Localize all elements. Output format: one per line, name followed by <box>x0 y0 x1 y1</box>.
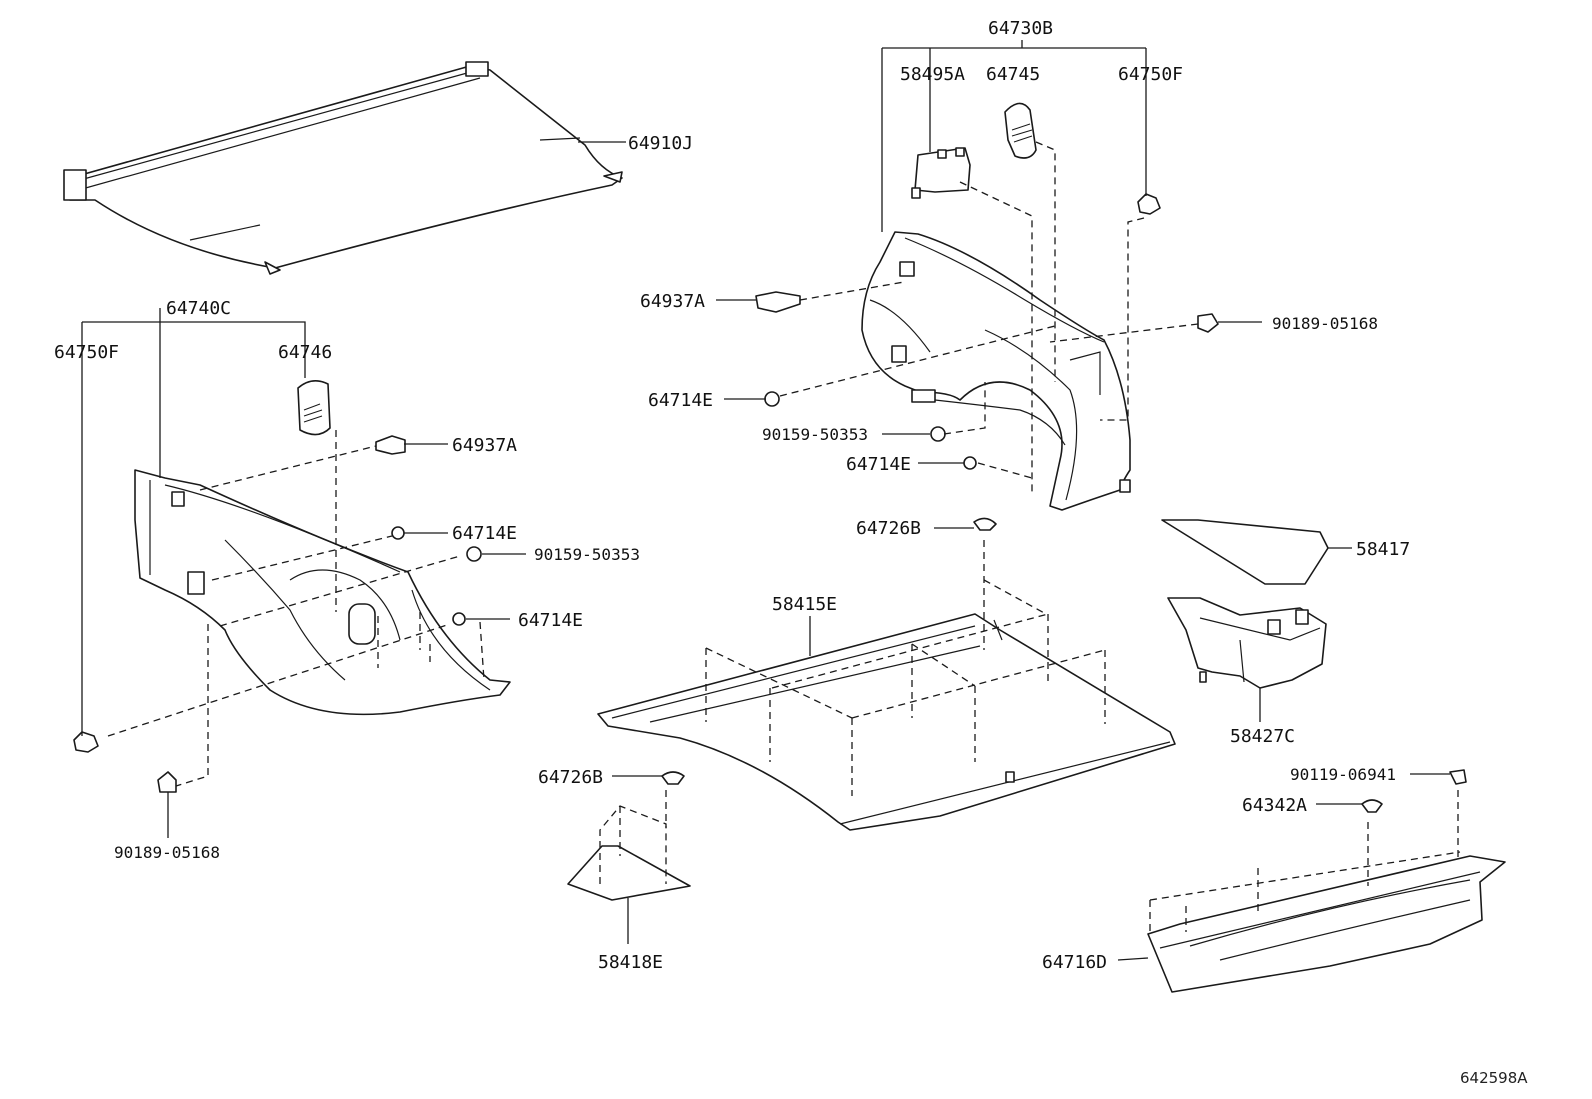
part-labels: 64910J 64740C 64750F 64746 64937A 64714E… <box>54 18 1528 1087</box>
label-64716D: 64716D <box>1042 952 1107 973</box>
deck-board-dashes <box>705 540 1106 796</box>
tonneau-cover-drawing <box>63 61 623 275</box>
diagram-reference-number: 642598A <box>1460 1069 1528 1087</box>
pad-58417-drawing <box>1161 519 1352 585</box>
label-58418E: 58418E <box>598 952 663 973</box>
right-side-trim-drawing <box>861 231 1131 511</box>
label-58495A: 58495A <box>900 64 965 85</box>
label-64740C: 64740C <box>166 298 231 319</box>
tray-58427C-drawing <box>1167 597 1327 722</box>
label-64714E-right-lower: 64714E <box>846 454 911 475</box>
label-64342A: 64342A <box>1242 795 1307 816</box>
label-90189-left: 90189-05168 <box>114 843 220 862</box>
label-64714E-left-upper: 64714E <box>452 523 517 544</box>
left-side-trim-drawing <box>134 469 511 716</box>
left-leader-lines <box>81 308 526 838</box>
label-90159-left: 90159-50353 <box>534 545 640 564</box>
label-90159-right: 90159-50353 <box>762 425 868 444</box>
sill-plate-64716D-drawing <box>1117 790 1506 993</box>
cover-64745-drawing <box>1004 102 1037 159</box>
label-90119: 90119-06941 <box>1290 765 1396 784</box>
label-58427C: 58427C <box>1230 726 1295 747</box>
label-64937A-right: 64937A <box>640 291 705 312</box>
label-58415E: 58415E <box>772 594 837 615</box>
label-58417: 58417 <box>1356 539 1410 560</box>
left-fasteners-drawing <box>73 435 482 793</box>
label-90189-right: 90189-05168 <box>1272 314 1378 333</box>
right-fasteners-drawing <box>661 193 1467 813</box>
right-leader-lines <box>612 40 1450 805</box>
label-64730B: 64730B <box>988 18 1053 39</box>
bracket-58495A-drawing <box>911 147 971 199</box>
deck-board-drawing <box>597 613 1176 831</box>
label-64910J: 64910J <box>628 133 693 154</box>
label-64937A-left: 64937A <box>452 435 517 456</box>
label-64714E-left-lower: 64714E <box>518 610 583 631</box>
label-64714E-right-upper: 64714E <box>648 390 713 411</box>
label-64726B-lower: 64726B <box>538 767 603 788</box>
label-64750F-left: 64750F <box>54 342 119 363</box>
label-64726B-upper: 64726B <box>856 518 921 539</box>
pad-58418E-drawing <box>567 790 691 944</box>
cover-64746-drawing <box>297 380 331 436</box>
label-64745: 64745 <box>986 64 1040 85</box>
label-64750F-right: 64750F <box>1118 64 1183 85</box>
label-64746: 64746 <box>278 342 332 363</box>
